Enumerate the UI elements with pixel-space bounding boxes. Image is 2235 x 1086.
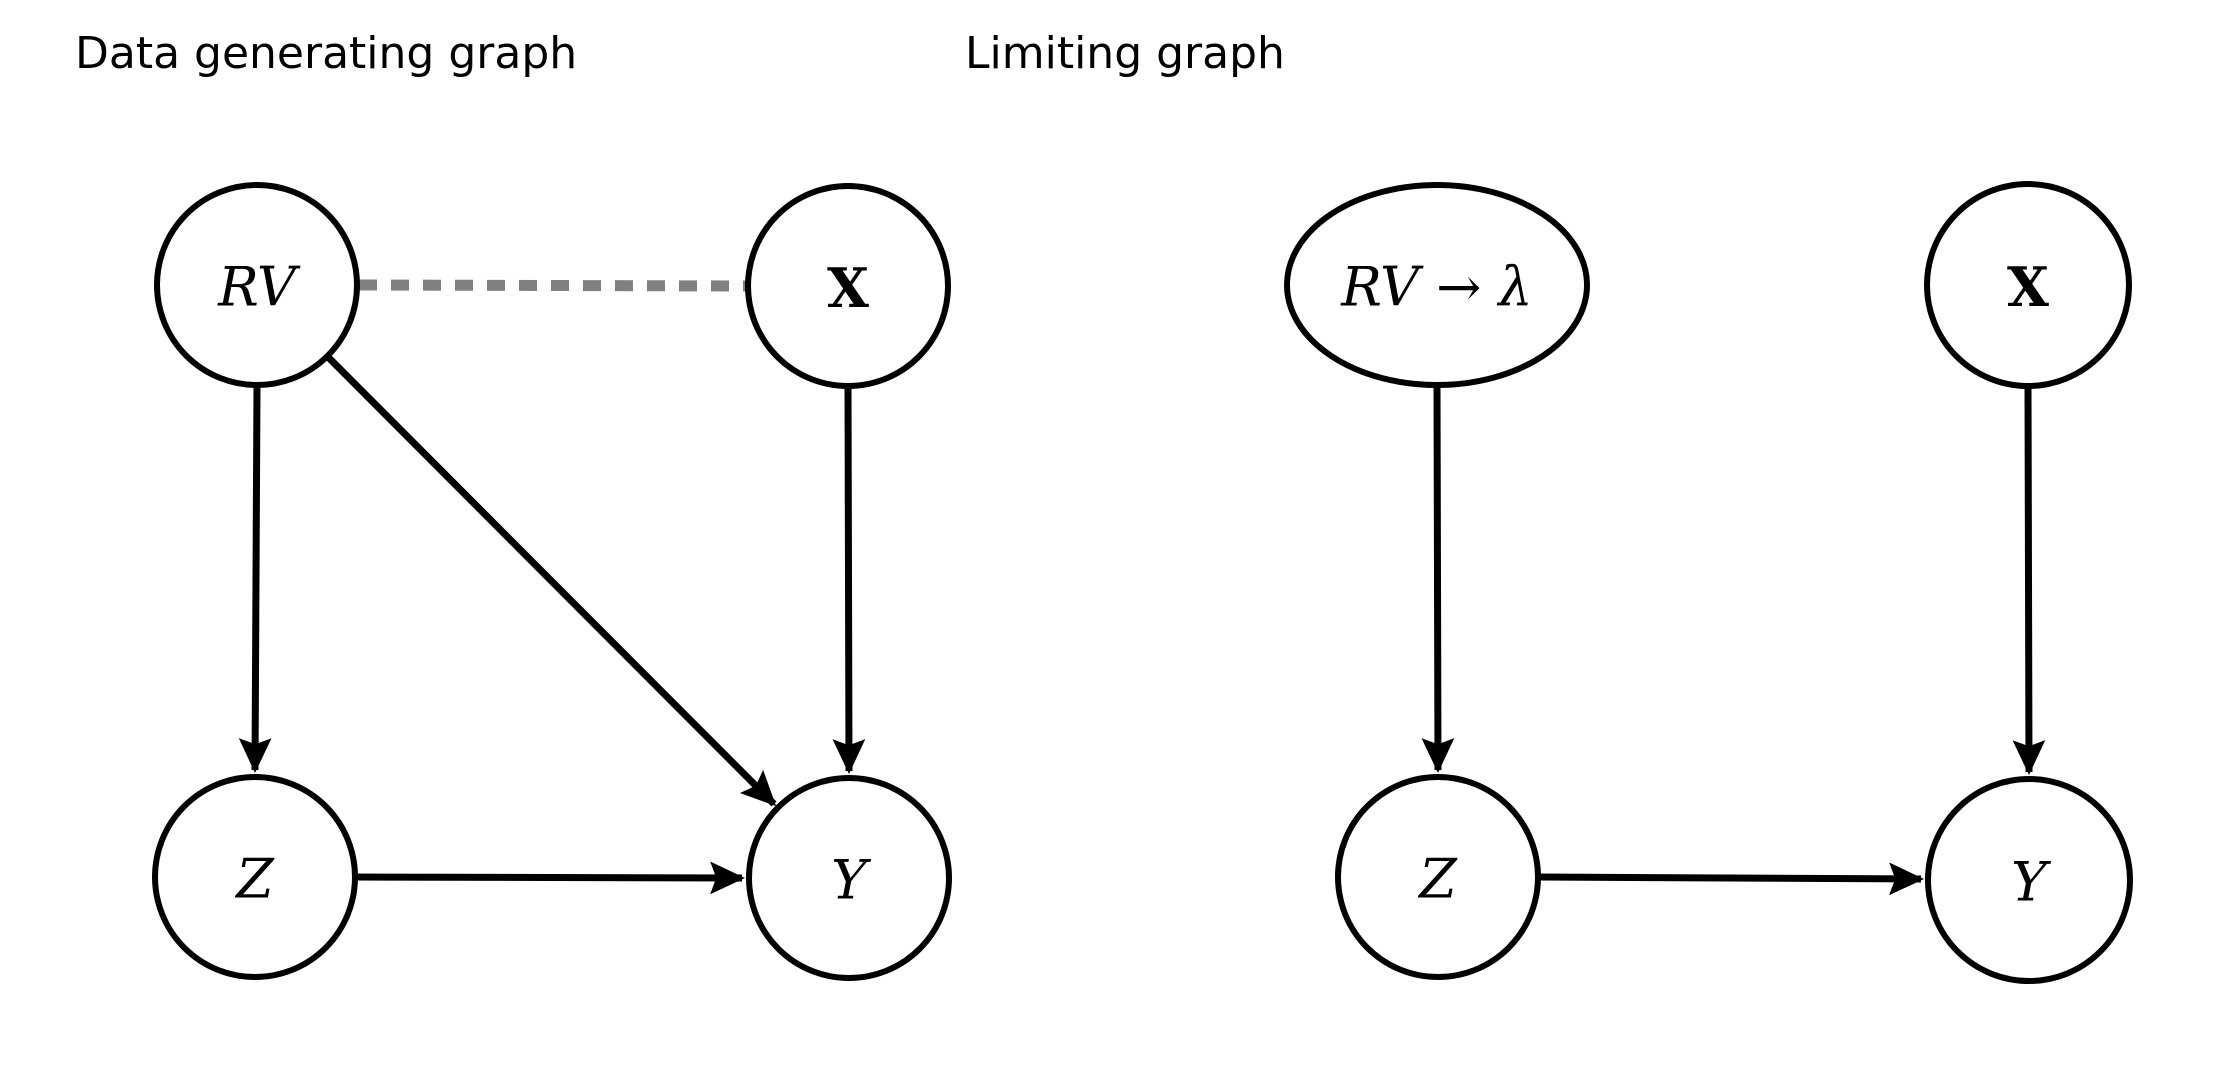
edge-z2-to-y2-arrow <box>1538 862 1925 896</box>
node-x2-label: X <box>2007 255 2049 319</box>
edge-rv-lambda-to-z-arrow <box>1421 385 1455 774</box>
node-x2-circle[interactable] <box>1924 181 2132 389</box>
panel-title-limiting-graph: Limiting graph <box>965 28 1285 79</box>
node-rv-lambda[interactable]: RV → λ <box>1284 182 1590 388</box>
edge-rv-to-z-arrow <box>238 385 272 774</box>
node-z2-label: Z <box>1417 848 1458 911</box>
node-z[interactable]: Z <box>152 774 358 980</box>
edge-x2-to-y2-arrow <box>2012 386 2046 776</box>
node-x-label: X <box>827 256 869 320</box>
node-z-circle[interactable] <box>152 774 358 980</box>
node-rv-lambda-label: RV → λ <box>1340 256 1533 319</box>
node-y-label: Y <box>831 849 871 912</box>
edge-z-to-y-arrow <box>355 861 746 895</box>
edge-rv-to-y-arrow <box>324 353 777 807</box>
panel-limiting-graph: Limiting graph RV → λ X Z <box>965 28 2133 984</box>
node-y2[interactable]: Y <box>1925 776 2133 984</box>
edge-x-to-y-arrow <box>832 386 866 775</box>
node-z2-circle[interactable] <box>1335 774 1541 980</box>
node-y[interactable]: Y <box>746 775 952 981</box>
node-x[interactable]: X <box>745 183 951 389</box>
node-rv-lambda-ellipse[interactable] <box>1284 182 1590 388</box>
node-rv[interactable]: RV <box>154 182 360 388</box>
node-x-circle[interactable] <box>745 183 951 389</box>
node-y2-circle[interactable] <box>1925 776 2133 984</box>
panel-title-data-generating-graph: Data generating graph <box>75 28 577 79</box>
node-y2-label: Y <box>2011 851 2051 914</box>
edge-rv-x-dashed <box>358 279 748 292</box>
panel-data-generating-graph: Data generating graph RV X Z <box>75 28 952 981</box>
node-rv-label: RV <box>217 256 301 319</box>
node-rv-circle[interactable] <box>154 182 360 388</box>
node-z2[interactable]: Z <box>1335 774 1541 980</box>
node-z-label: Z <box>234 848 275 911</box>
node-y-circle[interactable] <box>746 775 952 981</box>
node-x2[interactable]: X <box>1924 181 2132 389</box>
